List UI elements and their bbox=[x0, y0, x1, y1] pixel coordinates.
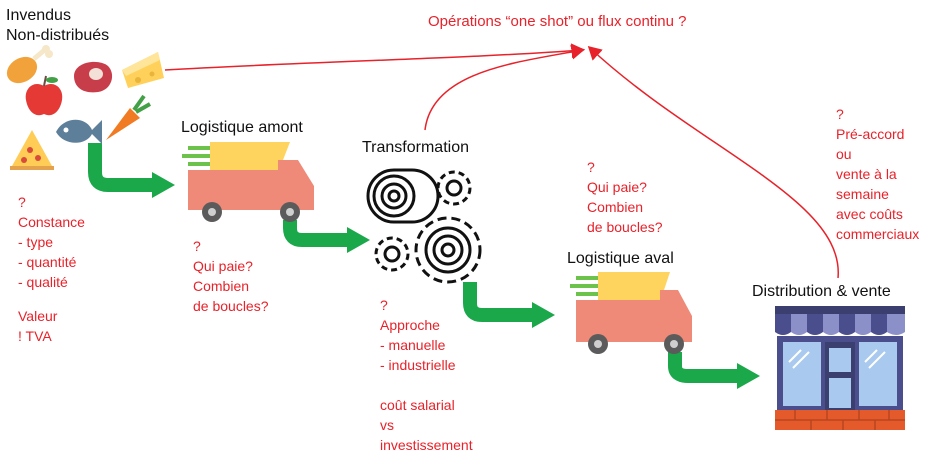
top-question: Opérations “one shot” ou flux continu ? bbox=[428, 13, 687, 30]
note-line: commerciaux bbox=[836, 226, 920, 242]
steak-icon bbox=[74, 61, 113, 93]
note-line: de boucles? bbox=[587, 219, 663, 235]
note-line: Combien bbox=[587, 199, 644, 215]
note-line: - qualité bbox=[18, 274, 68, 290]
note-line: investissement bbox=[380, 437, 473, 453]
fish-icon bbox=[56, 119, 102, 144]
transformation-to-question-line bbox=[424, 44, 585, 131]
note-line: Constance bbox=[18, 214, 85, 230]
carrot-icon bbox=[106, 94, 151, 140]
source-to-question-line bbox=[164, 43, 585, 71]
note-line: Valeur bbox=[18, 308, 58, 324]
note-line: Pré-accord bbox=[836, 126, 905, 142]
green-arrow-1 bbox=[88, 143, 175, 198]
note-line: de boucles? bbox=[193, 298, 269, 314]
note-line bbox=[380, 375, 473, 395]
source-notes: ? Constance - type - quantité - qualité … bbox=[18, 192, 85, 346]
note-line: ? bbox=[836, 106, 844, 122]
note-line: semaine bbox=[836, 186, 889, 202]
gears-icon bbox=[366, 168, 482, 284]
note-line: avec coûts bbox=[836, 206, 903, 222]
source-title-line2: Non-distribués bbox=[6, 27, 110, 44]
note-line: ? bbox=[587, 159, 595, 175]
note-line: Qui paie? bbox=[587, 179, 647, 195]
source-title-line1: Invendus bbox=[6, 7, 71, 24]
distribution-to-question-line bbox=[587, 45, 839, 279]
note-line: coût salarial bbox=[380, 397, 455, 413]
downstream-stage-label: Logistique aval bbox=[567, 250, 674, 267]
note-line: - quantité bbox=[18, 254, 77, 270]
chicken-leg-icon bbox=[6, 45, 53, 84]
upstream-notes: ? Qui paie? Combien de boucles? bbox=[193, 236, 269, 316]
note-line: ? bbox=[193, 238, 201, 254]
delivery-truck-icon bbox=[570, 272, 692, 354]
note-line: Approche bbox=[380, 317, 440, 333]
transformation-notes: ? Approche - manuelle - industrielle coû… bbox=[380, 295, 473, 455]
source-title: Invendus Non-distribués bbox=[6, 6, 109, 46]
note-line: ? bbox=[380, 297, 388, 313]
note-line: vs bbox=[380, 417, 394, 433]
note-line: vente à la bbox=[836, 166, 897, 182]
pizza-icon bbox=[10, 130, 54, 170]
note-line: ! TVA bbox=[18, 328, 52, 344]
distribution-stage-label: Distribution & vente bbox=[752, 283, 891, 300]
green-arrow-2 bbox=[283, 220, 370, 253]
downstream-notes: ? Qui paie? Combien de boucles? bbox=[587, 157, 663, 237]
note-line: ? bbox=[18, 194, 26, 210]
note-line: - type bbox=[18, 234, 54, 250]
distribution-notes: ? Pré-accord ou vente à la semaine avec … bbox=[836, 104, 919, 244]
cheese-icon bbox=[122, 52, 164, 88]
note-line: Combien bbox=[193, 278, 250, 294]
note-line: - manuelle bbox=[380, 337, 446, 353]
delivery-truck-icon bbox=[182, 142, 314, 222]
note-line: ou bbox=[836, 146, 852, 162]
note-line bbox=[18, 292, 85, 306]
transformation-stage-label: Transformation bbox=[362, 139, 469, 156]
green-arrow-3 bbox=[463, 282, 555, 328]
note-line: Qui paie? bbox=[193, 258, 253, 274]
storefront-icon bbox=[775, 306, 905, 430]
green-arrow-4 bbox=[668, 352, 760, 389]
note-line: - industrielle bbox=[380, 357, 456, 373]
upstream-stage-label: Logistique amont bbox=[181, 119, 303, 136]
apple-icon bbox=[25, 75, 63, 116]
